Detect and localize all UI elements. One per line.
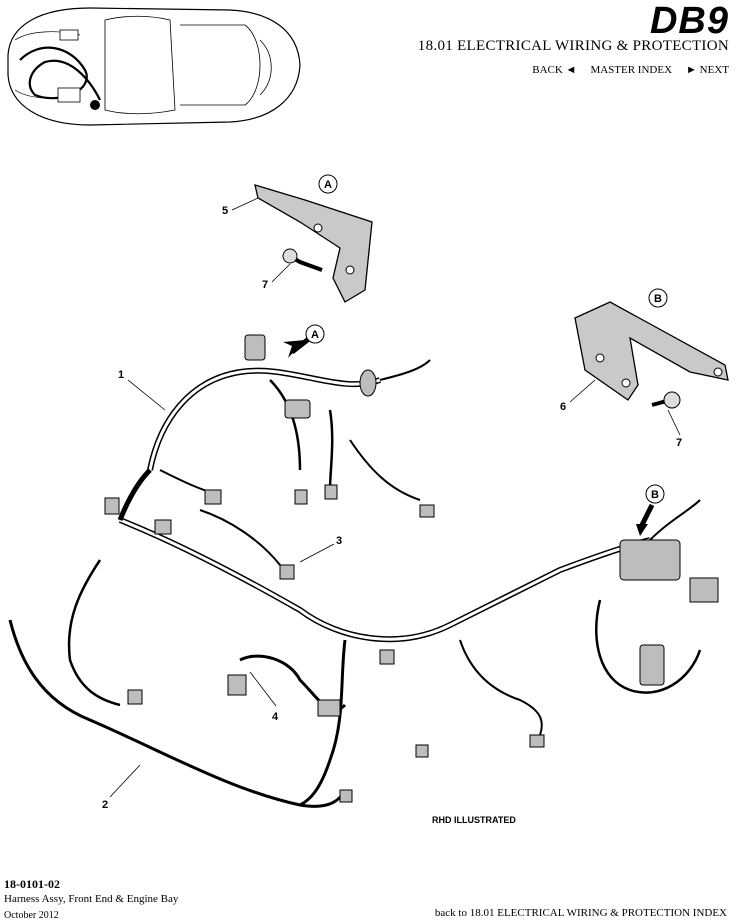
rhd-note: RHD ILLUSTRATED [432, 815, 516, 825]
harness-label-b: B [651, 489, 659, 501]
callout-2: 2 [102, 799, 108, 811]
next-link[interactable]: ► NEXT [686, 64, 729, 76]
wiring-harness-diagram: A 5 7 B 6 7 [8, 174, 729, 811]
detail-marker-b [648, 288, 668, 308]
part-description: Harness Assy, Front End & Engine Bay [4, 893, 179, 905]
detail-label-b: B [654, 293, 662, 305]
bracket-a [254, 184, 373, 303]
callout-7-a: 7 [262, 279, 268, 291]
detail-label-a: A [324, 179, 332, 191]
section-title: 18.01 ELECTRICAL WIRING & PROTECTION [417, 38, 729, 54]
callout-1: 1 [118, 369, 124, 381]
back-link[interactable]: BACK ◄ [532, 64, 577, 76]
car-location-thumbnail [7, 7, 301, 126]
db9-logo: DB9 [649, 0, 729, 42]
harness-marker-b [645, 484, 665, 504]
detail-marker-a [318, 174, 338, 194]
callout-7-b: 7 [676, 437, 682, 449]
harness-marker-a [305, 324, 325, 344]
bolt-a [282, 248, 323, 272]
harness-label-a: A [311, 329, 319, 341]
part-code: 18-0101-02 [4, 877, 60, 891]
back-to-index-link[interactable]: back to 18.01 ELECTRICAL WIRING & PROTEC… [434, 907, 727, 919]
callout-5: 5 [222, 205, 228, 217]
bracket-b [574, 301, 729, 401]
bolt-b [651, 391, 681, 409]
arrow-b [636, 524, 648, 536]
navigation-bar: BACK ◄ MASTER INDEX ► NEXT [532, 64, 729, 76]
master-index-link[interactable]: MASTER INDEX [590, 64, 673, 76]
main-harness [8, 359, 702, 808]
callout-3: 3 [336, 535, 342, 547]
callout-6: 6 [560, 401, 566, 413]
harness-connectors [104, 334, 719, 803]
callout-4: 4 [272, 711, 279, 723]
publication-date: October 2012 [4, 910, 59, 921]
